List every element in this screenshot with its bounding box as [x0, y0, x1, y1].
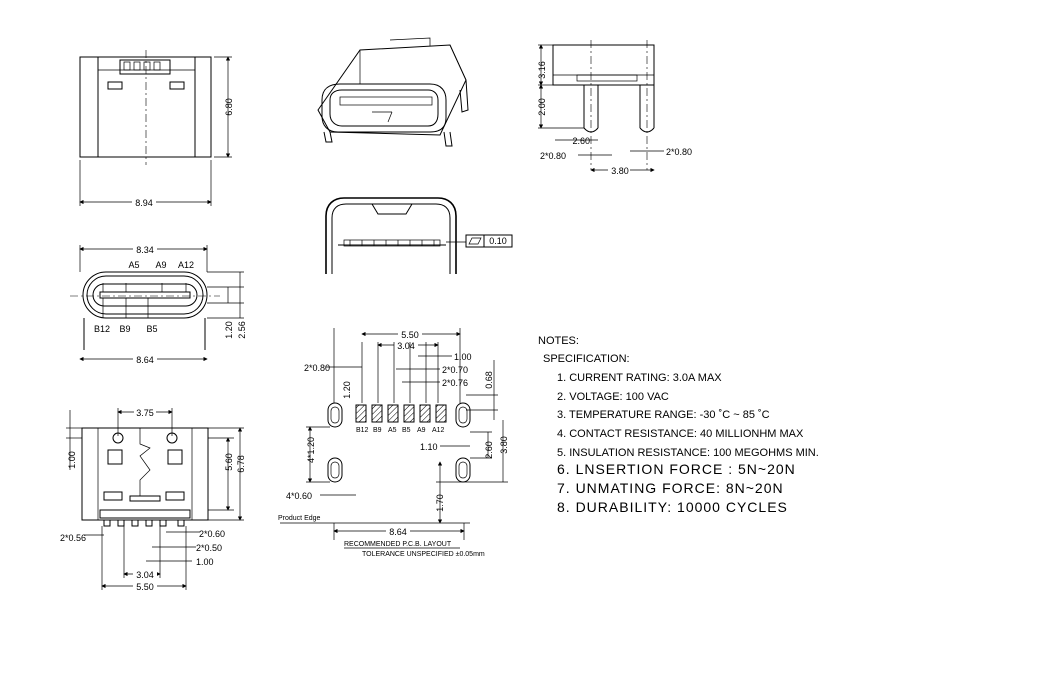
pcb-pad-width-dim: 2*0.80: [304, 363, 330, 373]
pcb-dim-076: 2*0.76: [442, 378, 468, 388]
pcb-overall-dim: 8.64: [389, 527, 407, 537]
notes-subheading: SPECIFICATION:: [543, 353, 630, 365]
front-width-dim: 8.94: [135, 198, 153, 208]
pcb-dim-100: 1.00: [454, 352, 472, 362]
pcb-dim-304: 3.04: [397, 341, 415, 351]
pcb-pad-offset-dim: 0.68: [484, 371, 494, 389]
pad-label-a5: A5: [388, 427, 397, 434]
bottom-dim-056: 2*0.56: [60, 533, 86, 543]
mouth-view: 8.34 A5 A9 A12 B12 B9 B5 8.64 1.20 2.56: [70, 244, 247, 365]
pcb-dim-110: 1.10: [420, 442, 438, 452]
pad-label-b5: B5: [402, 427, 411, 434]
mouth-overall-dim: 8.64: [136, 355, 154, 365]
side-top-height-dim: 3.16: [537, 61, 547, 79]
notes-block: NOTES: SPECIFICATION: 1. CURRENT RATING:…: [538, 335, 819, 515]
pad-label-a9: A9: [417, 427, 426, 434]
side-leg-right-dim: 2*0.80: [666, 147, 692, 157]
bottom-hole-pitch-dim: 3.75: [136, 408, 154, 418]
side-profile-view: 0.10: [325, 197, 513, 274]
pcb-layout: 5.50 3.04 1.00 2*0.70 2*0.76 2*0.80 1.20…: [278, 328, 509, 558]
pcb-dim-260: 2.60: [484, 441, 494, 459]
pad-label-b9: B9: [373, 427, 382, 434]
front-view: 8.94 6.80: [79, 50, 234, 208]
bottom-dim-050: 2*0.50: [196, 543, 222, 553]
side-view: 3.16 2.00 2.60 2*0.80 2*0.80 3.80: [537, 40, 692, 176]
pad-label-b12: B12: [356, 427, 369, 434]
pcb-tolerance: TOLERANCE UNSPECIFIED ±0.05mm: [362, 551, 485, 558]
pcb-layout-title: RECOMMENDED P.C.B. LAYOUT: [344, 541, 452, 548]
side-leg-height-dim: 2.00: [537, 98, 547, 116]
bottom-view: 3.75 1.00 5.60 6.78 2*0.56: [60, 407, 246, 592]
pin-label-a5: A5: [128, 260, 139, 270]
note-item-1: 1. CURRENT RATING: 3.0A MAX: [557, 372, 722, 384]
bottom-dim-304: 3.04: [136, 570, 154, 580]
bottom-dim-550: 5.50: [136, 582, 154, 592]
pin-label-b9: B9: [119, 324, 130, 334]
pcb-dim-170: 1.70: [435, 494, 445, 512]
mouth-inner-height-dim: 1.20: [224, 321, 234, 339]
pcb-pad-height-dim: 1.20: [342, 381, 352, 399]
bottom-inner-height-dim: 5.60: [224, 453, 234, 471]
notes-heading: NOTES:: [538, 335, 579, 347]
pcb-hole-width-dim: 4*0.60: [286, 491, 312, 501]
pad-label-a12: A12: [432, 427, 445, 434]
note-item-4: 4. CONTACT RESISTANCE: 40 MILLIONHM MAX: [557, 428, 804, 440]
side-pitch-b-dim: 3.80: [611, 166, 629, 176]
note-item-2: 2. VOLTAGE: 100 VAC: [557, 391, 669, 403]
note-item-8: 8. DURABILITY: 10000 CYCLES: [557, 499, 788, 515]
product-edge-label: Product Edge: [278, 515, 321, 522]
bottom-dim-060: 2*0.60: [199, 529, 225, 539]
pcb-dim-550: 5.50: [401, 330, 419, 340]
pin-label-a12: A12: [178, 260, 194, 270]
bottom-dim-100: 1.00: [196, 557, 214, 567]
pin-label-a9: A9: [155, 260, 166, 270]
pcb-dim-070: 2*0.70: [442, 365, 468, 375]
side-pitch-a-dim: 2.60: [572, 136, 590, 146]
note-item-7: 7. UNMATING FORCE: 8N~20N: [557, 480, 784, 496]
pcb-hole-pitch-dim: 4*1.20: [306, 437, 316, 463]
side-leg-left-dim: 2*0.80: [540, 151, 566, 161]
mouth-outer-height-dim: 2.56: [237, 321, 247, 339]
pin-label-b5: B5: [146, 324, 157, 334]
pin-label-b12: B12: [94, 324, 110, 334]
front-height-dim: 6.80: [224, 98, 234, 116]
pcb-dim-380: 3.80: [499, 436, 509, 454]
note-item-3: 3. TEMPERATURE RANGE: -30 ˚C ~ 85 ˚C: [557, 409, 770, 421]
bottom-offset-dim: 1.00: [67, 451, 77, 469]
note-item-5: 5. INSULATION RESISTANCE: 100 MEGOHMS MI…: [557, 447, 819, 459]
bottom-outer-height-dim: 6.78: [236, 455, 246, 473]
note-item-6: 6. LNSERTION FORCE : 5N~20N: [557, 461, 796, 477]
isometric-view: [317, 37, 469, 147]
mouth-width-dim: 8.34: [136, 245, 154, 255]
flatness-value: 0.10: [489, 236, 507, 246]
flatness-icon: [468, 237, 482, 245]
